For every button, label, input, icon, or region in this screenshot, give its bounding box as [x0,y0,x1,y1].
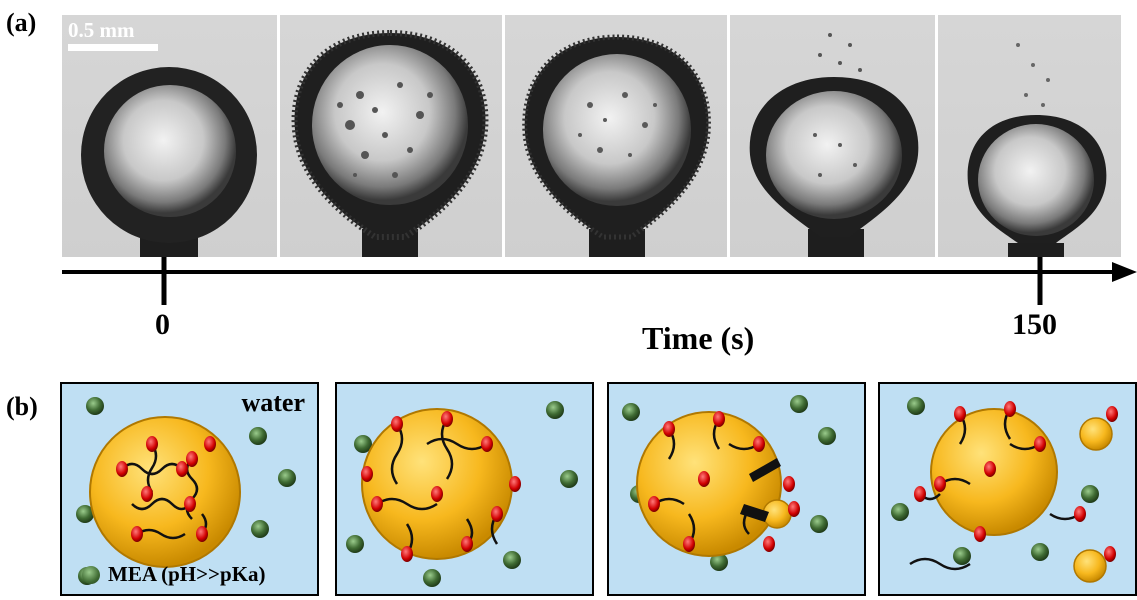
droplet-photo-4 [730,15,935,257]
arrow-icon [740,504,769,522]
droplet-photo-3 [505,15,727,257]
tick-label-end: 150 [1012,308,1057,341]
time-axis [62,257,1137,305]
mea-legend-icon [82,566,100,584]
scale-bar-label: 0.5 mm [68,18,135,42]
droplet-photo-2 [280,15,502,257]
schematic-panel-4 [878,382,1137,596]
arrow-icon [749,458,781,482]
mea-legend-label: MEA (pH>>pKa) [108,562,266,586]
tick-label-start: 0 [155,308,170,341]
scale-bar [68,44,158,51]
panel-label-a: (a) [6,8,37,37]
droplet-photo-t0 [62,15,277,257]
axis-title: Time (s) [642,320,755,356]
schematic-panel-1: water MEA (pH>>pKa) [60,382,319,596]
droplet-photo-t150 [938,15,1121,257]
schematic-panel-2 [335,382,594,596]
schematic-panel-3 [607,382,866,596]
water-label: water [241,388,305,417]
panel-label-b: (b) [6,392,38,421]
time-axis-arrow-icon [1112,262,1137,282]
